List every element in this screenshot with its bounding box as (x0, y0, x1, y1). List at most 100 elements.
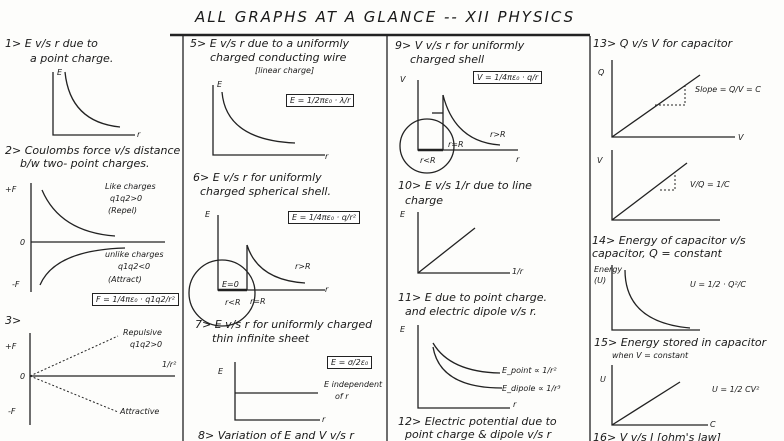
repulsive-cond: q1q2>0 (130, 340, 163, 349)
unlike-charges-label: unlike charges (105, 250, 164, 259)
page-title: ALL GRAPHS AT A GLANCE -- XII PHYSICS (195, 8, 576, 26)
graph3-minus-f: -F (8, 407, 16, 416)
section5-heading: 5> E v/s r due to a uniformly (190, 37, 350, 50)
e-dipole-label: E_dipole ∝ 1/r³ (502, 384, 561, 393)
section12-heading: 12> Electric potential due to (398, 415, 557, 428)
graph14-axes (611, 265, 700, 331)
section3-heading: 3> (5, 314, 22, 327)
section2-heading: 2> Coulombs force v/s distance (5, 144, 181, 157)
graph2-unlike-curve (39, 247, 126, 286)
graph15-x-label: C (710, 420, 716, 429)
graph5-curve (221, 91, 296, 144)
graph13-axes (611, 60, 735, 138)
graph7-x-label: r (322, 415, 326, 424)
sheet-formula-box: E = σ/2ε₀ (327, 356, 373, 369)
sheet-note-2: of r (335, 392, 349, 401)
graph9-shell-circle (399, 118, 455, 174)
graph11-x-label: r (513, 400, 517, 409)
unlike-charges-attract: (Attract) (108, 275, 142, 284)
like-charges-repel: (Repel) (108, 206, 137, 215)
graph5-x-label: r (325, 152, 329, 161)
graph9-curve (442, 94, 501, 146)
graph1-y-label: E (57, 68, 63, 77)
graph14-y-label: Energy (594, 265, 623, 274)
graph13-slope-triangle (655, 85, 686, 106)
graph2-zero: 0 (20, 238, 26, 247)
section9-heading-2: charged shell (410, 53, 485, 66)
graph11-axes (417, 325, 510, 409)
graph6-curve (246, 244, 306, 284)
graph11-dipole-curve (432, 346, 503, 389)
attractive-label: Attractive (120, 407, 160, 416)
graph9-x-label: r (516, 155, 520, 164)
section15-heading-2: when V = constant (612, 351, 689, 360)
graph6-surface: r=R (250, 297, 266, 306)
e-point-label: E_point ∝ 1/r² (502, 366, 557, 375)
section15-heading: 15> Energy stored in capacitor (594, 336, 767, 349)
section9-heading: 9> V v/s r for uniformly (395, 39, 525, 52)
graph2-minus-f: -F (12, 280, 20, 289)
section11-heading: 11> E due to point charge. (398, 291, 547, 304)
graph13-line (611, 74, 701, 138)
section6-heading: 6> E v/s r for uniformly (193, 171, 322, 184)
graph1-axes (52, 72, 135, 136)
shell-field-formula-box: E = 1/4πε₀ · q/r² (288, 211, 360, 224)
graph10-x-label: 1/r (512, 267, 524, 276)
graph13-x-label: V (738, 133, 744, 142)
graph13b-y-label: V (597, 156, 603, 165)
graph3-x-label: 1/r² (162, 360, 177, 369)
section8-heading: 8> Variation of E and V v/s r (198, 429, 354, 441)
graph2-like-curve (41, 189, 116, 237)
like-charges-label: Like charges (105, 182, 156, 191)
section7-heading-2: thin infinite sheet (212, 332, 310, 345)
graph1-curve (64, 71, 121, 128)
section14-heading-2: capacitor, Q = constant (592, 247, 722, 260)
graph9-surface: r=R (448, 140, 464, 149)
graph6-shell-circle (188, 259, 256, 327)
graph11-y-label: E (400, 325, 406, 334)
graph6-e-zero: E=0 (222, 280, 239, 289)
graph10-y-label: E (400, 210, 406, 219)
graph14-y-label-2: (U) (594, 276, 607, 285)
graph6-axes (217, 215, 325, 291)
section6-heading-2: charged spherical shell. (200, 185, 331, 198)
section2-heading-2: b/w two- point charges. (20, 157, 150, 170)
graph10-axes (417, 212, 510, 274)
section16-heading: 16> V v/s I [ohm's law] (593, 431, 721, 441)
graph9-y-label: V (400, 75, 406, 84)
graph13b-slope-triangle (660, 175, 676, 191)
graph3-plus-f: +F (5, 342, 17, 351)
section13-heading: 13> Q v/s V for capacitor (593, 37, 733, 50)
graph7-y-label: E (218, 367, 224, 376)
section14-heading: 14> Energy of capacitor v/s (592, 234, 746, 247)
section1-heading: 1> E v/s r due to (5, 37, 98, 50)
graph1-x-label: r (137, 130, 141, 139)
slope-label: Slope = Q/V = C (695, 85, 761, 94)
wire-formula-box: E = 1/2πε₀ · λ/r (286, 94, 355, 107)
unlike-charges-cond: q1q2<0 (118, 262, 151, 271)
graph13b-line (611, 162, 688, 221)
slope2-label: V/Q = 1/C (690, 180, 730, 189)
graph13-y-label: Q (598, 68, 605, 77)
graph15-line (611, 381, 681, 426)
graph5-y-label: E (217, 80, 223, 89)
graph9-outside: r>R (490, 130, 506, 139)
section7-heading: 7> E v/s r for uniformly charged (195, 318, 373, 331)
graph10-line (417, 227, 476, 274)
section5-heading-2: charged conducting wire (210, 51, 347, 64)
graph7-axes (234, 362, 320, 421)
repulsive-label: Repulsive (123, 328, 162, 337)
graph9-inside: r<R (420, 156, 436, 165)
coulomb-formula-box: F = 1/4πε₀ · q1q2/r² (92, 293, 179, 306)
sheet-note: E independent (324, 380, 383, 389)
graph5-axes (212, 85, 325, 156)
graph14-curve (624, 269, 691, 329)
graph3-zero: 0 (20, 372, 26, 381)
graph6-inside: r<R (225, 298, 241, 307)
graph6-y-label: E (205, 210, 211, 219)
graph9-axes (417, 80, 518, 151)
section1-heading-2: a point charge. (30, 52, 114, 65)
graph15-formula: U = 1/2 CV² (712, 385, 760, 394)
